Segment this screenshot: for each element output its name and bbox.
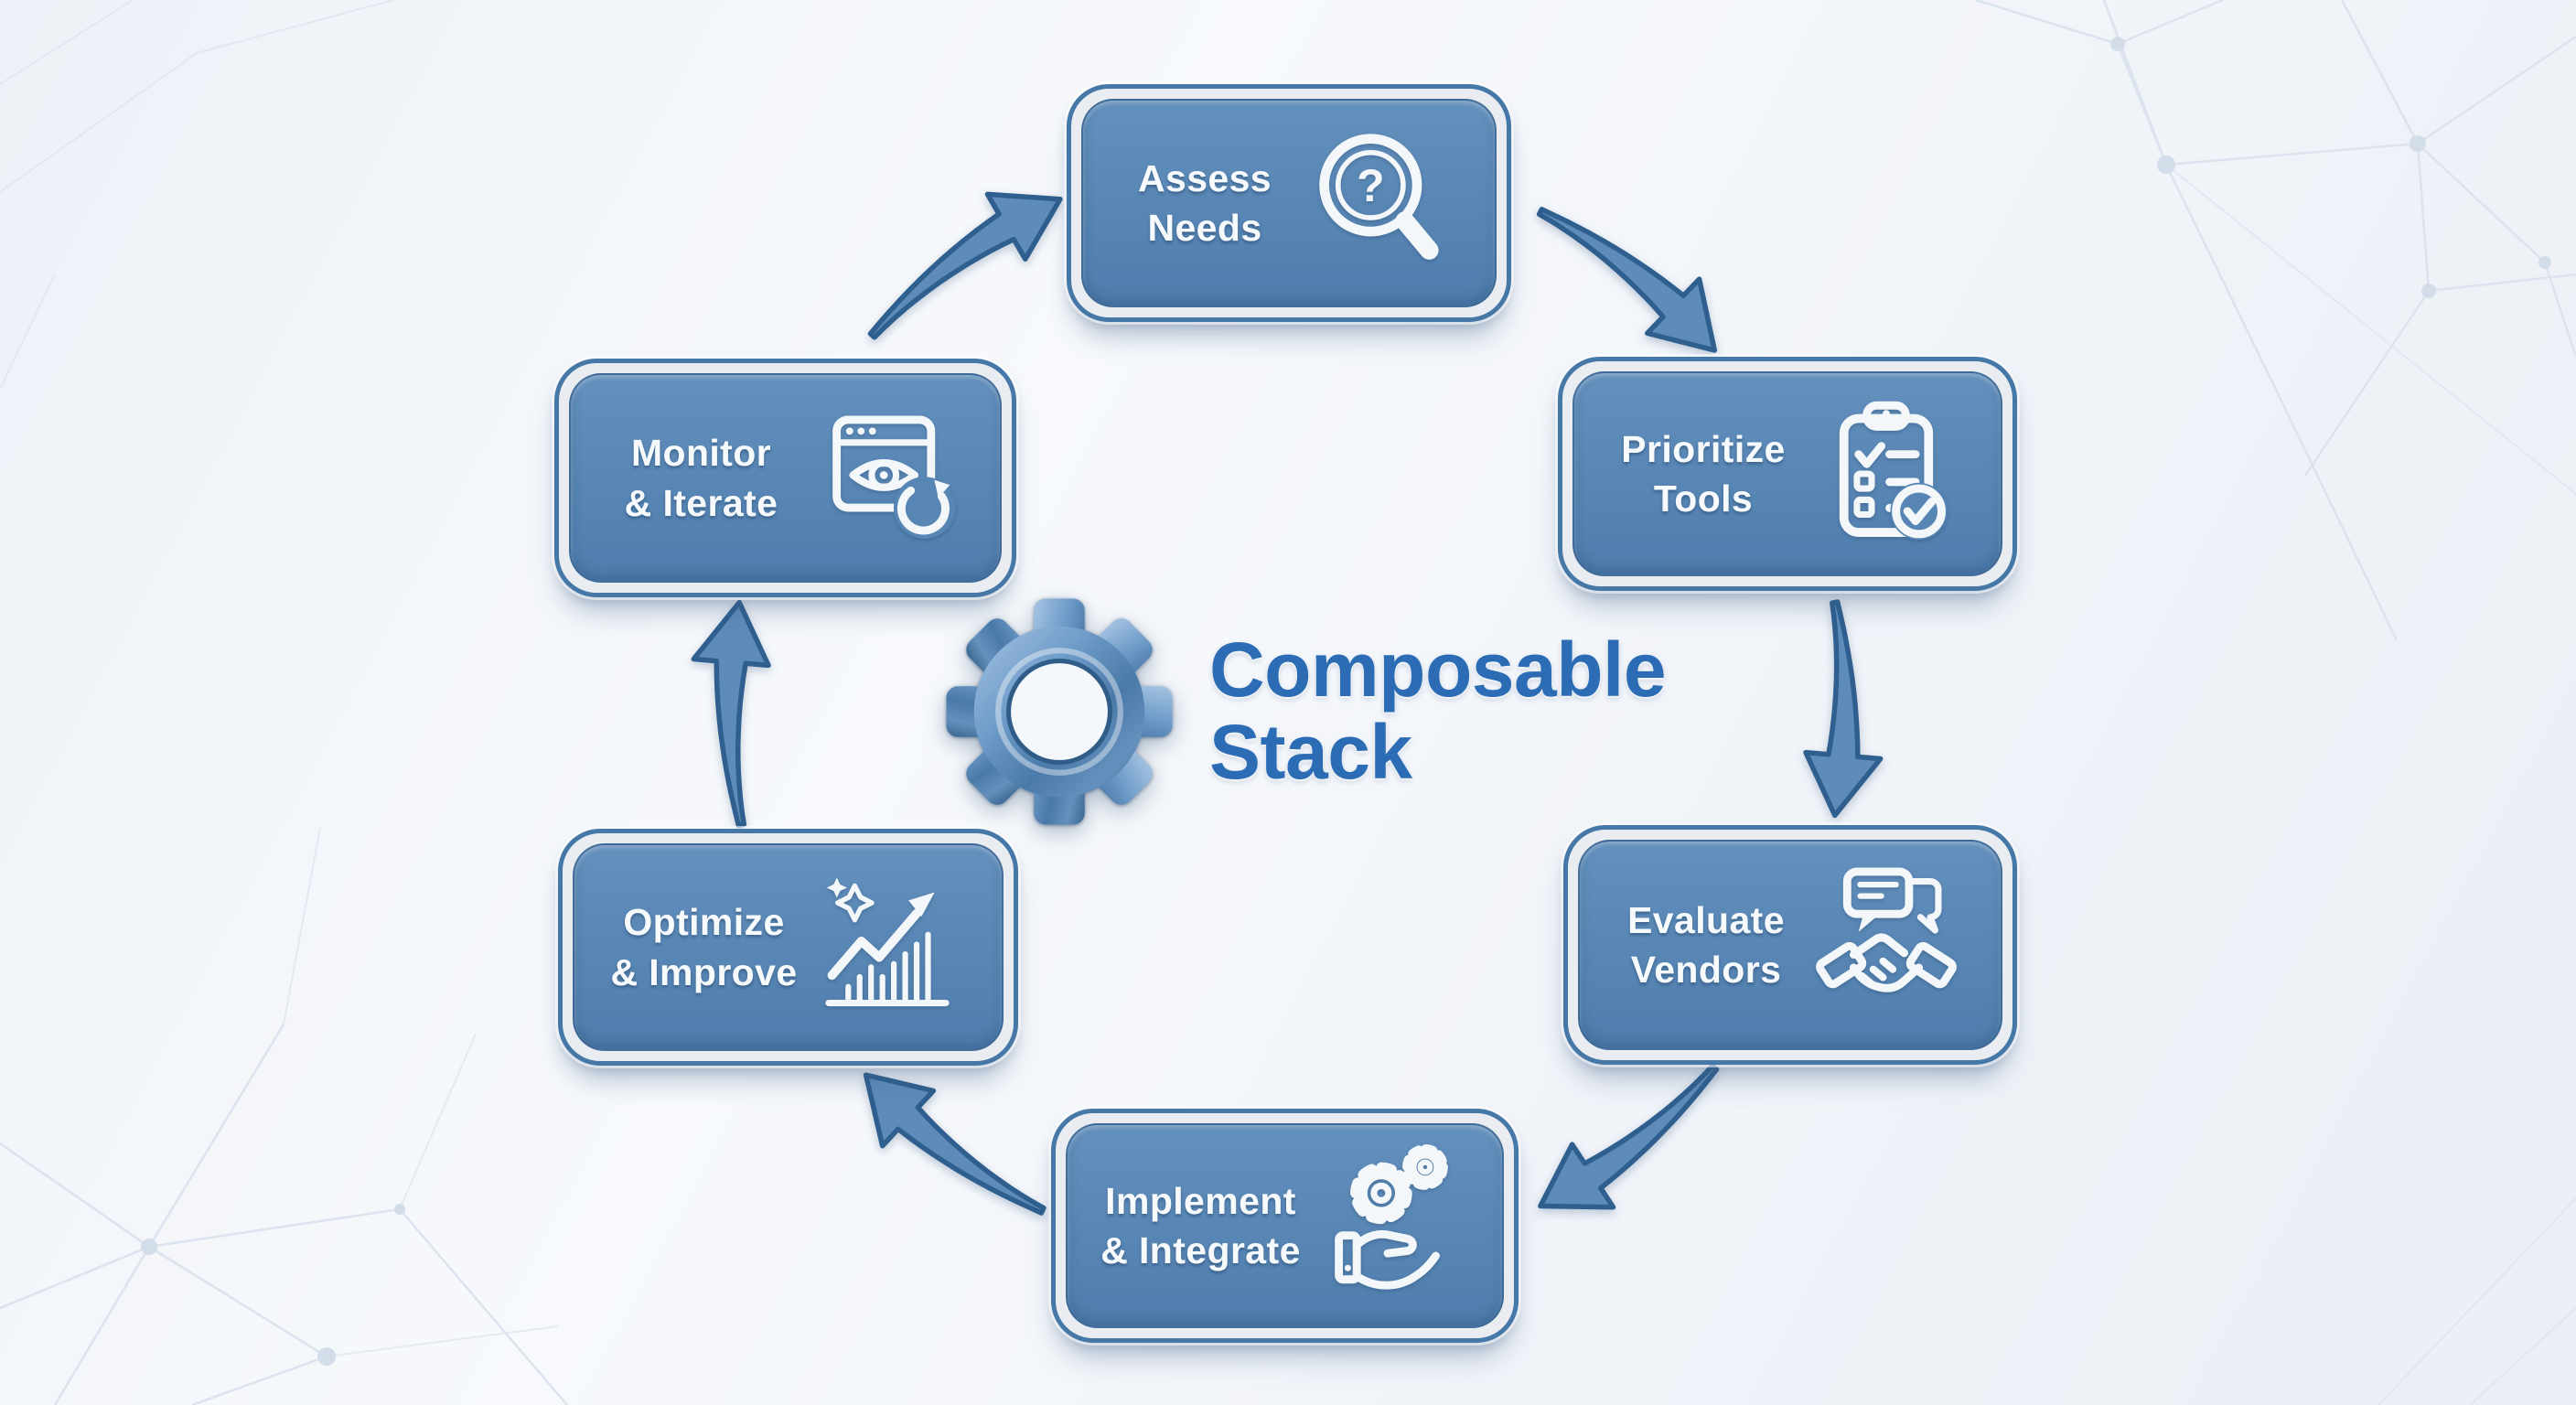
checklist-check-icon	[1805, 389, 1968, 559]
step-panel-implement-integrate: Implement & Integrate	[1066, 1123, 1504, 1328]
svg-text:?: ?	[1357, 160, 1384, 211]
step-box-prioritize-tools: Prioritize Tools	[1558, 357, 2017, 591]
magnifier-question-icon: ?	[1299, 118, 1462, 288]
step-panel-prioritize-tools: Prioritize Tools	[1572, 371, 2002, 576]
step-label-prioritize-tools: Prioritize Tools	[1621, 427, 1786, 520]
step-box-assess-needs: Assess Needs ?	[1067, 84, 1511, 322]
diagram-title-line2: Stack	[1209, 709, 1412, 795]
cycle-arrow	[1538, 1063, 1720, 1210]
window-eye-refresh-icon	[804, 393, 967, 563]
diagram-title-line1: Composable	[1209, 627, 1667, 713]
cycle-arrow	[691, 599, 771, 829]
step-panel-monitor-iterate: Monitor & Iterate	[569, 373, 1002, 583]
step-box-implement-integrate: Implement & Integrate	[1051, 1109, 1519, 1343]
step-box-optimize-improve: Optimize & Improve	[558, 829, 1018, 1066]
step-label-assess-needs: Assess Needs	[1137, 156, 1272, 249]
growth-chart-icon	[806, 863, 969, 1033]
step-panel-assess-needs: Assess Needs ?	[1081, 99, 1497, 307]
step-label-monitor-iterate: Monitor & Iterate	[624, 432, 778, 524]
diagram-title: Composable Stack	[1209, 627, 1776, 795]
step-label-optimize-improve: Optimize & Improve	[610, 901, 798, 993]
step-box-evaluate-vendors: Evaluate Vendors	[1563, 825, 2017, 1065]
diagram-center: Composable Stack	[944, 596, 1776, 827]
cycle-arrow	[867, 191, 1063, 340]
step-label-evaluate-vendors: Evaluate Vendors	[1627, 898, 1785, 991]
cycle-arrow	[1536, 207, 1718, 353]
step-label-implement-integrate: Implement & Integrate	[1100, 1179, 1301, 1271]
step-box-monitor-iterate: Monitor & Iterate	[554, 359, 1016, 597]
gears-hand-icon	[1306, 1141, 1469, 1311]
cycle-arrow	[1803, 599, 1884, 819]
step-panel-evaluate-vendors: Evaluate Vendors	[1578, 840, 2002, 1050]
step-panel-optimize-improve: Optimize & Improve	[573, 843, 1004, 1051]
cycle-arrow	[863, 1072, 1046, 1216]
handshake-chat-icon	[1805, 860, 1968, 1030]
gear-icon	[946, 598, 1173, 825]
